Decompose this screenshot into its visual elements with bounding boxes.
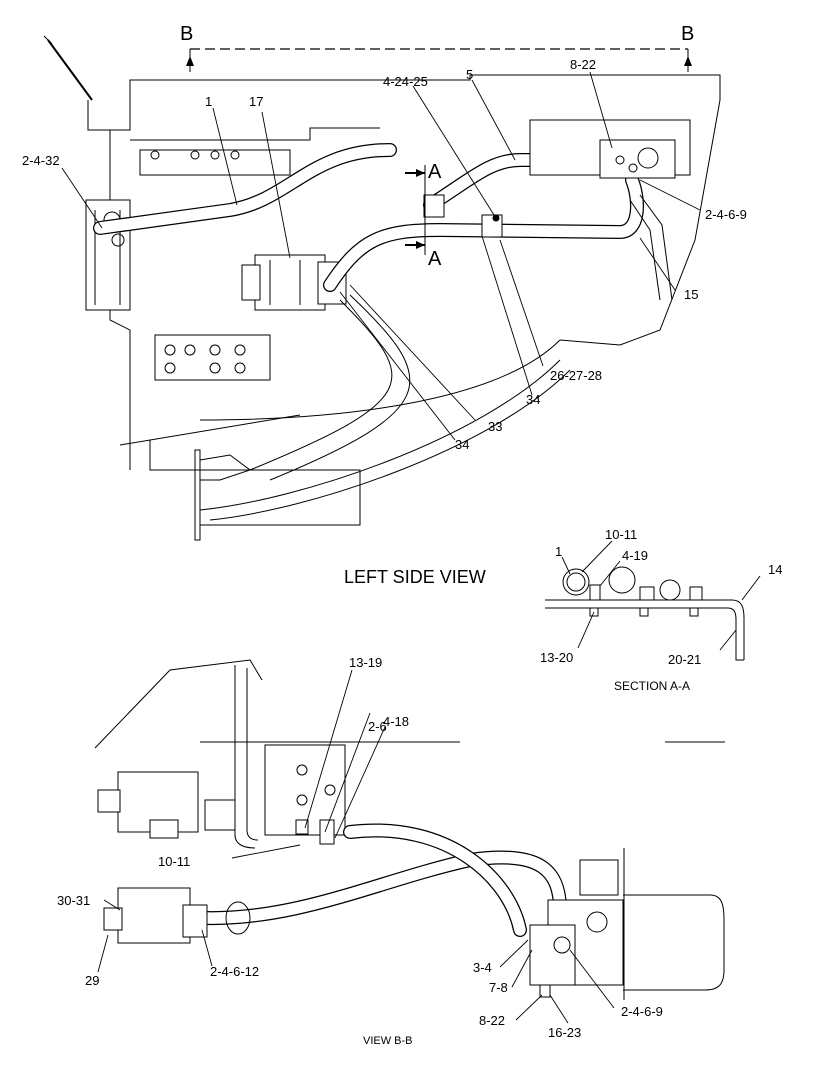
callout-5: 5 xyxy=(466,67,473,82)
callout-26-27-28: 26-27-28 xyxy=(550,368,602,383)
bottom-callouts: 13-19 2-6 4-18 10-11 30-31 29 2-4-6-12 3… xyxy=(57,655,663,1040)
bottom-callout-3-4: 3-4 xyxy=(473,960,492,975)
section-callout-1: 1 xyxy=(555,544,562,559)
callout-17: 17 xyxy=(249,94,263,109)
section-aa-drawing xyxy=(545,540,761,661)
bottom-callout-2-4-6-9: 2-4-6-9 xyxy=(621,1004,663,1019)
left-side-view-title: LEFT SIDE VIEW xyxy=(344,567,486,587)
section-callout-13-20: 13-20 xyxy=(540,650,573,665)
bottom-callout-4-18: 4-18 xyxy=(383,714,409,729)
view-bb-drawing xyxy=(94,659,725,1000)
bottom-callout-2-4-6-12: 2-4-6-12 xyxy=(210,964,259,979)
bottom-callout-2-6: 2-6 xyxy=(368,719,387,734)
view-bb-title: VIEW B-B xyxy=(363,1035,413,1047)
section-callout-4-19: 4-19 xyxy=(622,548,648,563)
section-callouts: 1 10-11 4-19 14 13-20 20-21 xyxy=(540,527,782,667)
callout-4-24-25: 4-24-25 xyxy=(383,74,428,89)
section-callout-10-11: 10-11 xyxy=(605,527,637,542)
bottom-callout-10-11: 10-11 xyxy=(158,854,190,869)
bottom-callout-8-22: 8-22 xyxy=(479,1013,505,1028)
bottom-callout-16-23: 16-23 xyxy=(548,1025,581,1040)
callout-34-lower: 34 xyxy=(455,437,469,452)
section-marker-a-top: A xyxy=(428,161,442,183)
bottom-callout-29: 29 xyxy=(85,973,99,988)
callout-2-4-6-9: 2-4-6-9 xyxy=(705,207,747,222)
section-callout-20-21: 20-21 xyxy=(668,652,701,667)
bottom-callout-13-19: 13-19 xyxy=(349,655,382,670)
callout-8-22: 8-22 xyxy=(570,57,596,72)
section-marker-a-bottom: A xyxy=(428,248,442,270)
top-leaders xyxy=(61,71,701,441)
top-callouts: 1 17 2-4-32 4-24-25 5 8-22 2-4-6-9 15 26… xyxy=(22,57,747,452)
bottom-callout-7-8: 7-8 xyxy=(489,980,508,995)
callout-15: 15 xyxy=(684,287,698,302)
callout-1: 1 xyxy=(205,94,212,109)
bottom-callout-30-31: 30-31 xyxy=(57,893,90,908)
section-marker-b-right: B xyxy=(681,23,694,45)
callout-34-upper: 34 xyxy=(526,392,540,407)
left-side-view-drawing: A A xyxy=(43,35,721,541)
section-marker-b-left: B xyxy=(180,23,193,45)
callout-33: 33 xyxy=(488,419,502,434)
callout-2-4-32: 2-4-32 xyxy=(22,153,60,168)
section-callout-14: 14 xyxy=(768,562,782,577)
bottom-leaders xyxy=(97,669,615,1024)
section-aa-title: SECTION A-A xyxy=(614,679,690,693)
section-line-b: B B xyxy=(180,23,694,72)
